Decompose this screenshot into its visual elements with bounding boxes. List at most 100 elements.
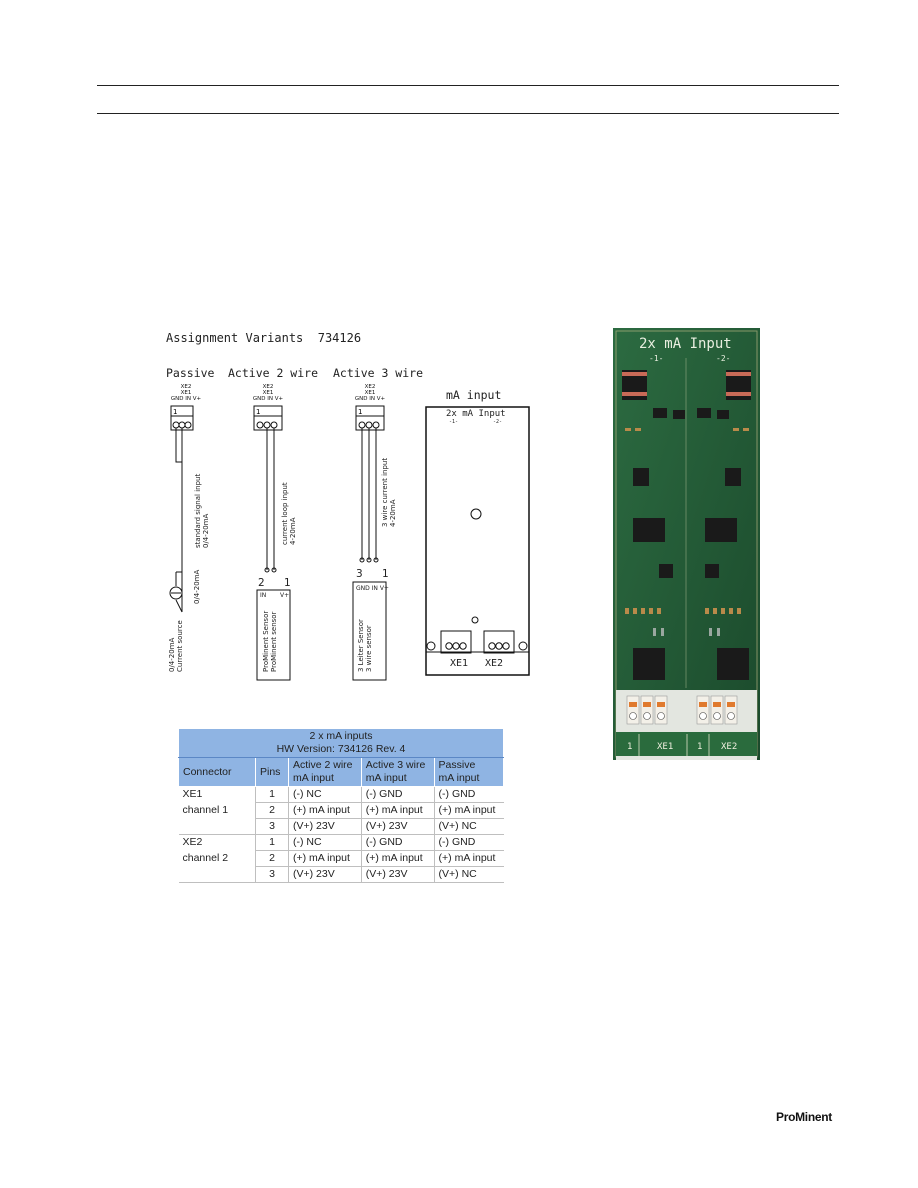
active3-sensor-box — [352, 581, 387, 681]
cell-connector — [178, 818, 256, 835]
pcb-photo-xe1: XE1 — [657, 742, 674, 752]
active2-sensor-box — [256, 589, 291, 681]
cell-active2: (V+) 23V — [288, 818, 362, 835]
passive-pin-1 — [172, 421, 180, 429]
active3-pin-1-label: 1 — [382, 568, 389, 580]
terminal-pins-label: GND IN V+ — [170, 396, 202, 402]
active3-connector-pin-one: 1 — [358, 408, 363, 416]
col-header-pins: Pins — [255, 757, 289, 787]
active2-sensor-line2: ProMinent sensor — [270, 611, 278, 672]
active3-sensor-line2: 3 wire sensor — [365, 625, 373, 672]
terminal-xe2-label: XE2 — [262, 384, 274, 390]
active3-loop-line2: 4-20mA — [389, 499, 397, 528]
col-header-connector: Connector — [178, 757, 256, 787]
active2-box-pin-in: IN — [260, 592, 267, 599]
table-row: XE2 1 (-) NC (-) GND (-) GND — [179, 834, 504, 851]
cell-passive: (-) GND — [433, 834, 504, 851]
cell-active2: (+) mA input — [288, 850, 362, 867]
variant-active3-label: Active 3 wire — [333, 366, 424, 380]
ma-board-xe1-label: XE1 — [450, 658, 469, 669]
active2-loop-line2: 4-20mA — [289, 517, 297, 546]
table-title-line1: 2 x mA inputs — [309, 730, 373, 742]
cell-active3: (-) GND — [360, 786, 435, 803]
col-header-active2: Active 2 wire mA input — [288, 757, 362, 787]
passive-signal-line1: standard signal input — [194, 473, 202, 548]
diagram-title-text: Assignment Variants — [166, 331, 304, 345]
cell-active3: (+) mA input — [360, 850, 435, 867]
table-title-line2: HW Version: 734126 Rev. 4 — [276, 743, 406, 755]
table-title: 2 x mA inputs HW Version: 734126 Rev. 4 — [178, 728, 504, 758]
active2-pin-2 — [263, 421, 271, 429]
cell-active3: (-) GND — [360, 834, 435, 851]
cell-connector: channel 1 — [182, 804, 229, 816]
cell-passive: (V+) NC — [433, 818, 504, 835]
cell-active3: (+) mA input — [360, 802, 435, 819]
cell-passive: (+) mA input — [433, 850, 504, 867]
ma-board-outline — [425, 406, 530, 676]
wiring-drawing — [169, 405, 530, 681]
cell-active2: (V+) 23V — [288, 866, 362, 883]
terminal-xe1-label: XE1 — [180, 390, 192, 396]
cell-passive: (+) mA input — [433, 802, 504, 819]
passive-pin-3 — [184, 421, 192, 429]
table-row: channel 2 2 (+) mA input (+) mA input (+… — [179, 850, 504, 867]
active3-box-pins: GND IN V+ — [356, 585, 389, 592]
pcb-photo: 2x mA Input -1- -2- 1 XE1 1 XE2 — [613, 328, 760, 760]
ma-board-mount-hole — [470, 508, 482, 520]
col-header-active2-line2: mA input — [293, 772, 334, 784]
ma-board-xe1-connector — [440, 630, 472, 654]
diagram-title: Assignment Variants 734126 — [166, 331, 361, 345]
cell-pin: 2 — [255, 850, 289, 867]
table-row: 3 (V+) 23V (V+) 23V (V+) NC — [178, 866, 504, 883]
cell-connector: XE2 — [182, 836, 203, 849]
active2-connector-pin-one: 1 — [256, 408, 261, 416]
passive-current-source-symbol — [169, 586, 183, 600]
terminal-xe1-label: XE1 — [364, 390, 376, 396]
cell-pin: 1 — [255, 786, 289, 803]
col-header-active3: Active 3 wire mA input — [360, 757, 435, 787]
cell-active2: (-) NC — [288, 834, 362, 851]
ma-board-hole-right — [518, 641, 528, 651]
active3-loop-line1: 3 wire current input — [381, 457, 389, 527]
cell-pin: 1 — [255, 834, 289, 851]
terminal-xe2-label: XE2 — [180, 384, 192, 390]
passive-signal-label: standard signal input 0/4-20mA — [194, 474, 210, 548]
table-row: XE1 1 (-) NC (-) GND (-) GND — [179, 786, 504, 803]
variant-passive-label: Passive — [166, 366, 215, 380]
table-row: channel 1 2 (+) mA input (+) mA input (+… — [179, 802, 504, 819]
passive-connector-pin-one: 1 — [173, 408, 178, 416]
active3-pin-3 — [372, 421, 380, 429]
ma-board-ch1: -1- — [449, 419, 459, 425]
ma-board-xe2-label: XE2 — [485, 658, 504, 669]
active2-terminal-1 — [271, 567, 277, 573]
cell-pin: 3 — [255, 818, 289, 835]
pcb-photo-ch1: -1- — [649, 354, 664, 363]
variant-ma-input-label: mA input — [446, 388, 502, 402]
active2-pin-2-label: 2 — [258, 577, 265, 589]
col-header-active3-line2: mA input — [365, 772, 407, 784]
active3-sensor-line1: 3 Leiter Sensor — [357, 619, 365, 672]
active2-pin-1-label: 1 — [284, 577, 291, 589]
terminal-xe2-label: XE2 — [364, 384, 376, 390]
passive-source-line1: 0/4-20mA — [168, 637, 176, 672]
passive-signal-line2: 0/4-20mA — [202, 513, 210, 548]
active2-loop-label: current loop input 4-20mA — [281, 482, 297, 545]
cell-active3: (V+) 23V — [360, 866, 435, 883]
cell-passive: (-) GND — [433, 786, 504, 803]
active3-terminal-labels: XE2 XE1 GND IN V+ — [350, 384, 390, 402]
col-header-active3-line1: Active 3 wire — [365, 759, 426, 771]
active2-box-pin-v: V+ — [280, 592, 290, 599]
header-rule-bottom — [97, 113, 839, 114]
pcb-photo-pin1-xe2: 1 — [697, 742, 703, 752]
active2-loop-line1: current loop input — [281, 482, 289, 545]
cell-pin: 3 — [255, 866, 289, 883]
col-header-passive-line1: Passive — [438, 759, 476, 771]
passive-source-mid-label: 0/4-20mA — [193, 569, 201, 604]
passive-terminal-labels: XE2 XE1 GND IN V+ — [166, 384, 206, 402]
active3-pin-3-label: 3 — [356, 568, 363, 580]
table-row: 3 (V+) 23V (V+) 23V (V+) NC — [178, 818, 504, 835]
pcb-photo-title: 2x mA Input — [639, 336, 732, 352]
active3-sensor-label: 3 Leiter Sensor 3 wire sensor — [357, 619, 373, 672]
cell-connector — [178, 866, 256, 883]
cell-active3: (V+) 23V — [360, 818, 435, 835]
